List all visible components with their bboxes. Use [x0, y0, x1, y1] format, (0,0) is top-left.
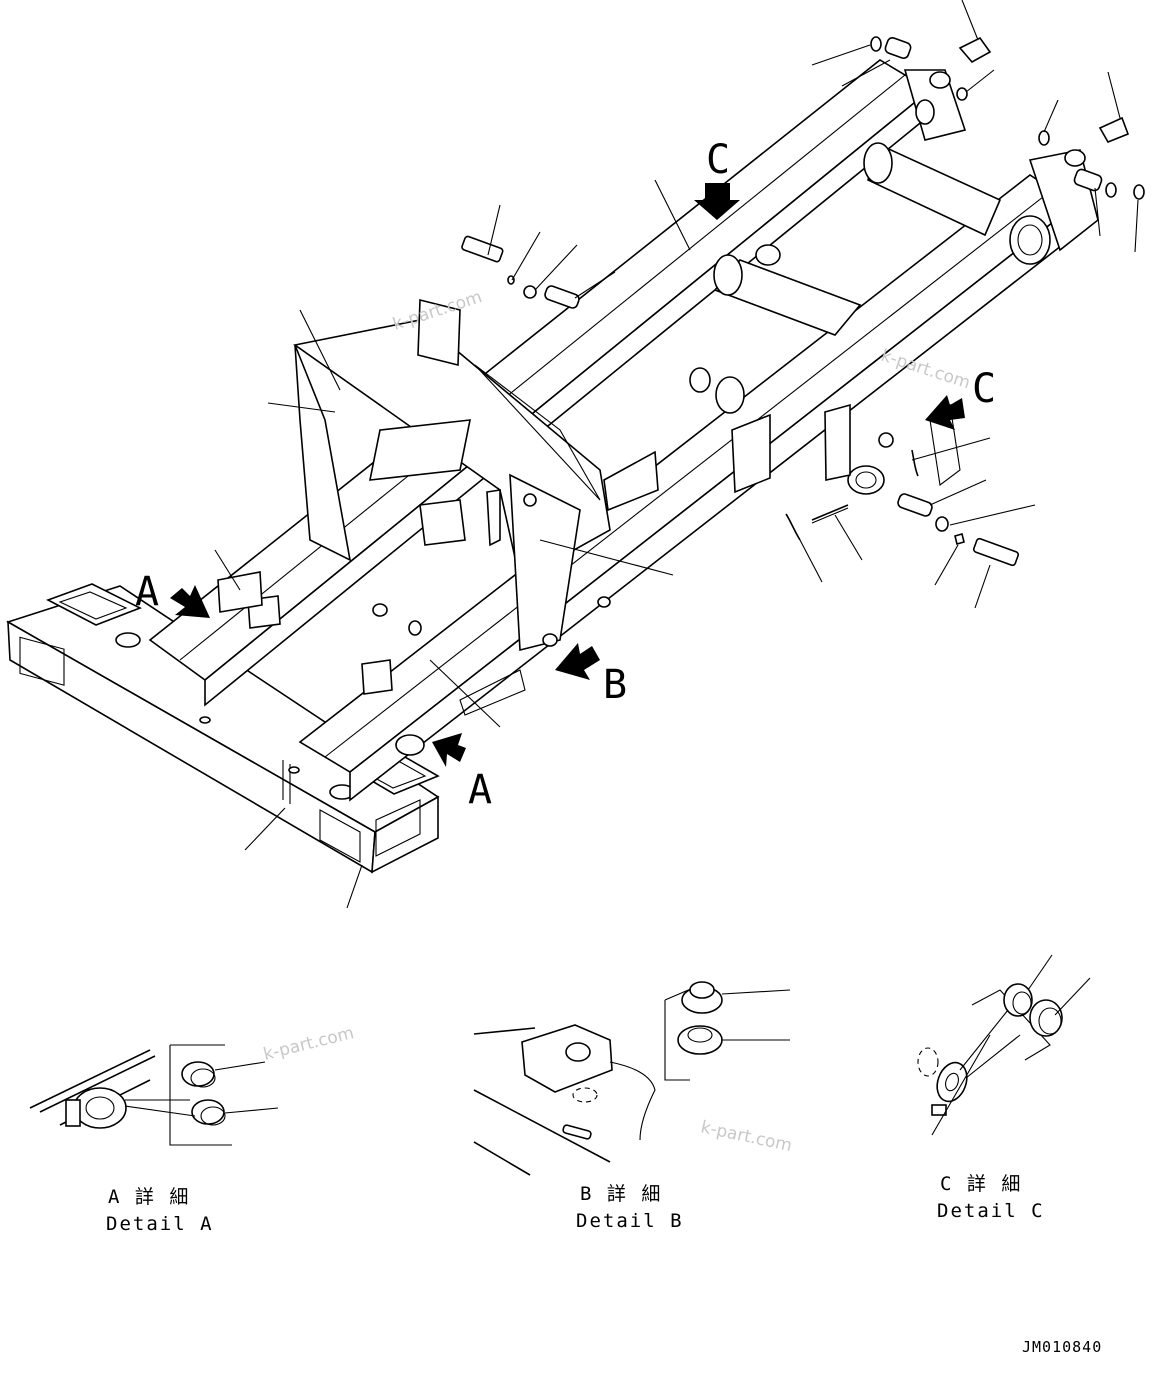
arrow-c-right — [925, 395, 965, 430]
detail-b-title-en: Detail B — [576, 1210, 684, 1232]
detail-a-title-en: Detail A — [106, 1213, 214, 1235]
left-main-rail — [148, 59, 932, 707]
middle-pins-bolts — [461, 235, 580, 309]
detail-a-illustration — [29, 1044, 279, 1146]
detail-b-title-ja: B 詳 細 — [580, 1183, 662, 1205]
rear-cross-tube — [863, 142, 1051, 265]
view-marker-a-right: A — [468, 767, 492, 813]
view-arrows — [170, 183, 965, 767]
view-marker-c-top: C — [706, 137, 730, 183]
view-marker-b: B — [603, 662, 627, 708]
side-plates — [603, 403, 851, 512]
watermark-3: k-part.com — [261, 1023, 356, 1065]
arrow-b — [555, 643, 600, 680]
detail-a-title-ja: A 詳 細 — [108, 1186, 190, 1208]
detail-c-title-en: Detail C — [937, 1200, 1045, 1222]
detail-c-illustration — [917, 954, 1091, 1136]
view-marker-c-right: C — [972, 366, 996, 412]
rear-pins-bushings — [870, 36, 1145, 200]
main-frame-assembly: C C A B A — [6, 0, 1145, 909]
right-pins-bolts — [785, 449, 1020, 567]
watermark-4: k-part.com — [699, 1117, 794, 1156]
middle-cross-tube — [689, 244, 862, 414]
view-marker-a-left: A — [135, 569, 159, 615]
arrow-c-top — [694, 183, 740, 220]
arrow-a-left — [170, 585, 210, 618]
detail-b-illustration — [473, 981, 791, 1176]
arrow-a-right — [432, 733, 466, 767]
detail-c-title-ja: C 詳 細 — [940, 1173, 1022, 1195]
front-tower-frame — [217, 298, 611, 756]
drawing-code: JM010840 — [1022, 1338, 1102, 1356]
leader-lines — [214, 0, 1139, 909]
